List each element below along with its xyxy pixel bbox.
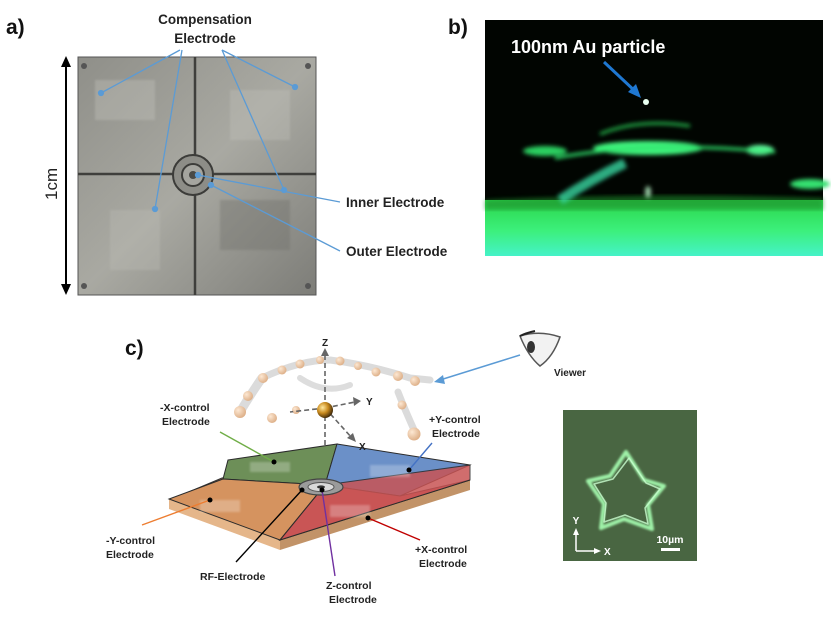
z-control-label-1: Z-control bbox=[326, 580, 372, 592]
panel-label-a: a) bbox=[6, 16, 25, 39]
axis-z-arrowhead bbox=[321, 348, 329, 356]
compensation-leaders bbox=[97, 49, 341, 252]
particle-trajectory bbox=[234, 356, 434, 441]
trapped-gold-particle bbox=[317, 402, 333, 418]
inset-axis-x-label: X bbox=[604, 547, 611, 558]
axis-x-label: X bbox=[359, 442, 366, 453]
axis-x-arrowhead bbox=[347, 433, 356, 442]
panel-label-b: b) bbox=[448, 16, 468, 39]
scale-bar-arrow bbox=[61, 56, 71, 295]
pos-x-leader bbox=[365, 515, 421, 541]
inset-scale-label: 10µm bbox=[656, 534, 683, 546]
particle-arrow bbox=[602, 60, 641, 98]
pos-y-label-1: +Y-control bbox=[429, 414, 481, 426]
z-control-label-2: Electrode bbox=[329, 594, 377, 606]
rf-electrode-label: RF-Electrode bbox=[200, 571, 266, 583]
outer-electrode-label: Outer Electrode bbox=[346, 244, 448, 259]
scale-label-1cm: 1cm bbox=[42, 168, 61, 200]
coordinate-axes bbox=[289, 352, 356, 448]
trajectory-micrograph-inset bbox=[563, 410, 697, 561]
neg-y-leader bbox=[141, 497, 213, 526]
neg-x-leader bbox=[219, 431, 277, 465]
pos-x-label-1: +X-control bbox=[415, 544, 467, 556]
rf-leader bbox=[235, 487, 305, 563]
fluorescence-image bbox=[485, 20, 830, 256]
panel-label-c: c) bbox=[125, 337, 144, 360]
viewer-arrow bbox=[434, 354, 521, 384]
axis-y-arrowhead bbox=[353, 397, 361, 406]
z-leader bbox=[319, 487, 336, 577]
inset-axis-y-label: Y bbox=[573, 516, 580, 527]
pos-y-leader bbox=[406, 442, 433, 473]
pos-x-label-2: Electrode bbox=[419, 558, 467, 570]
trap-chip-3d bbox=[167, 443, 472, 550]
compensation-label-line1: Compensation bbox=[158, 12, 252, 27]
neg-y-label-1: -Y-control bbox=[106, 535, 155, 547]
electrode-plate-photo bbox=[77, 56, 317, 296]
viewer-eye-icon bbox=[518, 330, 561, 367]
viewer-label: Viewer bbox=[554, 368, 586, 379]
inner-electrode-label: Inner Electrode bbox=[346, 195, 445, 210]
pos-y-label-2: Electrode bbox=[432, 428, 480, 440]
particle-label: 100nm Au particle bbox=[511, 37, 665, 57]
axis-z-label: Z bbox=[322, 338, 328, 349]
compensation-label-line2: Electrode bbox=[174, 31, 236, 46]
neg-x-label-1: -X-control bbox=[160, 402, 210, 414]
axis-y-label: Y bbox=[366, 397, 373, 408]
neg-x-label-2: Electrode bbox=[162, 416, 210, 428]
neg-y-label-2: Electrode bbox=[106, 549, 154, 561]
